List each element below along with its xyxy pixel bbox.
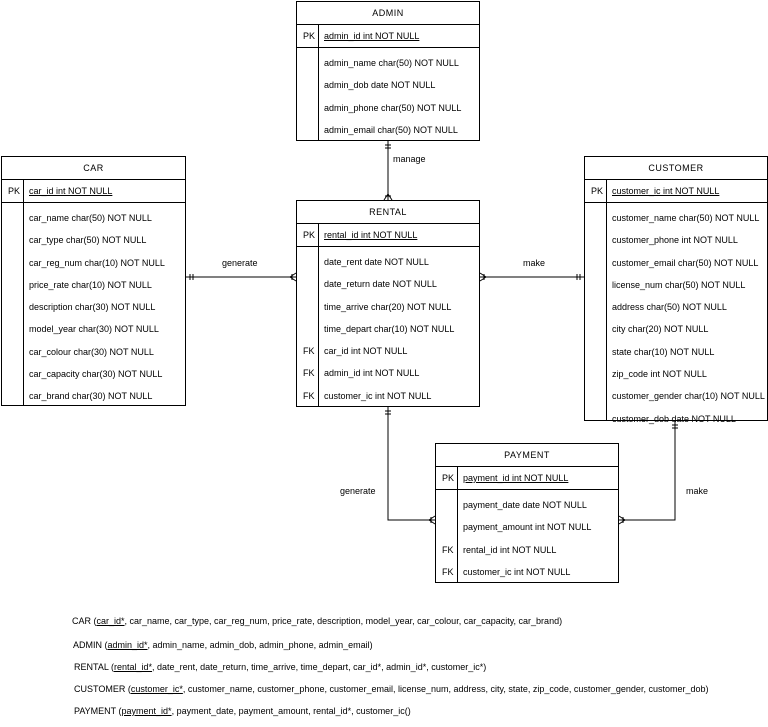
attribute-row: customer_name char(50) NOT NULL (612, 213, 760, 223)
edge-rental-payment (387, 407, 435, 521)
primary-key: car_id int NOT NULL (29, 186, 113, 196)
rel-label-payment-make: make (686, 486, 709, 496)
pk-marker: PK (442, 473, 455, 483)
rel-label-payment-generate: generate (340, 486, 376, 496)
entity-title: PAYMENT (436, 444, 618, 467)
attribute-list: admin_name char(50) NOT NULL admin_dob d… (297, 48, 479, 141)
primary-key: customer_ic int NOT NULL (612, 186, 720, 196)
schema-line-payment: PAYMENT (payment_id*, payment_date, paym… (74, 706, 411, 716)
attribute-row: date_rent date NOT NULL (324, 257, 429, 267)
attribute-row: car_brand char(30) NOT NULL (29, 391, 153, 402)
entity-admin[interactable]: ADMIN PK admin_id int NOT NULL admin_nam… (296, 1, 480, 141)
pk-marker: PK (303, 230, 316, 240)
rel-label-manage: manage (393, 154, 426, 164)
attribute-row: car_reg_num char(10) NOT NULL (29, 257, 165, 268)
primary-key-row: PK customer_ic int NOT NULL (585, 180, 767, 203)
attribute-row: admin_email char(50) NOT NULL (324, 124, 458, 135)
schema-line-admin: ADMIN (admin_id*, admin_name, admin_dob,… (73, 640, 373, 650)
schema-line-rental: RENTAL (rental_id*, date_rent, date_retu… (74, 662, 487, 672)
entity-payment[interactable]: PAYMENT PK payment_id int NOT NULL payme… (435, 443, 619, 583)
pk-marker: PK (591, 186, 604, 196)
entity-title: CAR (2, 157, 185, 180)
pk-marker: PK (8, 186, 21, 196)
entity-title: RENTAL (297, 201, 479, 224)
attribute-row: model_year char(30) NOT NULL (29, 324, 159, 335)
primary-key-row: PK admin_id int NOT NULL (297, 25, 479, 48)
attribute-row: payment_amount int NOT NULL (463, 522, 592, 533)
attribute-row: customer_email char(50) NOT NULL (612, 257, 759, 268)
schema-line-car: CAR (car_id*, car_name, car_type, car_re… (72, 616, 563, 626)
attribute-row: address char(50) NOT NULL (612, 302, 727, 313)
entity-title: CUSTOMER (585, 157, 767, 180)
attribute-row: customer_dob date NOT NULL (612, 413, 736, 424)
primary-key: rental_id int NOT NULL (324, 230, 418, 240)
attribute-list: car_name char(50) NOT NULL car_type char… (2, 203, 185, 408)
attribute-row: time_arrive char(20) NOT NULL (324, 301, 452, 312)
primary-key: admin_id int NOT NULL (324, 31, 420, 41)
primary-key: payment_id int NOT NULL (463, 473, 569, 483)
attribute-row: date_return date NOT NULL (324, 279, 437, 290)
attribute-row: car_capacity char(30) NOT NULL (29, 369, 163, 380)
attribute-row: time_depart char(10) NOT NULL (324, 323, 455, 334)
entity-rental[interactable]: RENTAL PK rental_id int NOT NULL date_re… (296, 200, 480, 407)
attribute-row: car_name char(50) NOT NULL (29, 213, 152, 223)
attribute-row: admin_phone char(50) NOT NULL (324, 102, 462, 113)
attribute-list: date_rent date NOT NULL date_return date… (297, 247, 479, 407)
attribute-row: price_rate char(10) NOT NULL (29, 279, 152, 290)
attribute-row: payment_date date NOT NULL (463, 500, 587, 510)
attribute-list: payment_date date NOT NULL payment_amoun… (436, 490, 618, 583)
attribute-row: customer_phone int NOT NULL (612, 235, 738, 246)
attribute-row: state char(10) NOT NULL (612, 346, 715, 357)
pk-marker: PK (303, 31, 316, 41)
rel-label-car-generate: generate (222, 258, 258, 268)
attribute-row: description char(30) NOT NULL (29, 302, 156, 313)
primary-key-row: PK rental_id int NOT NULL (297, 224, 479, 247)
entity-title: ADMIN (297, 2, 479, 25)
attribute-row: admin_name char(50) NOT NULL (324, 58, 459, 68)
edge-customer-payment (619, 421, 676, 521)
attribute-row: license_num char(50) NOT NULL (612, 279, 746, 290)
attribute-list: customer_name char(50) NOT NULL customer… (585, 203, 767, 430)
schema-line-customer: CUSTOMER (customer_ic*, customer_name, c… (74, 684, 709, 694)
rel-label-customer-make: make (523, 258, 546, 268)
attribute-row: customer_gender char(10) NOT NULL (612, 391, 765, 402)
primary-key-row: PK payment_id int NOT NULL (436, 467, 618, 490)
entity-customer[interactable]: CUSTOMER PK customer_ic int NOT NULL cus… (584, 156, 768, 424)
attribute-row: car_colour char(30) NOT NULL (29, 346, 154, 357)
entity-car[interactable]: CAR PK car_id int NOT NULL car_name char… (1, 156, 186, 406)
primary-key-row: PK car_id int NOT NULL (2, 180, 185, 203)
attribute-row: city char(20) NOT NULL (612, 324, 709, 335)
attribute-row: zip_code int NOT NULL (612, 369, 707, 380)
attribute-row: car_type char(50) NOT NULL (29, 235, 147, 246)
attribute-row: admin_dob date NOT NULL (324, 80, 436, 91)
